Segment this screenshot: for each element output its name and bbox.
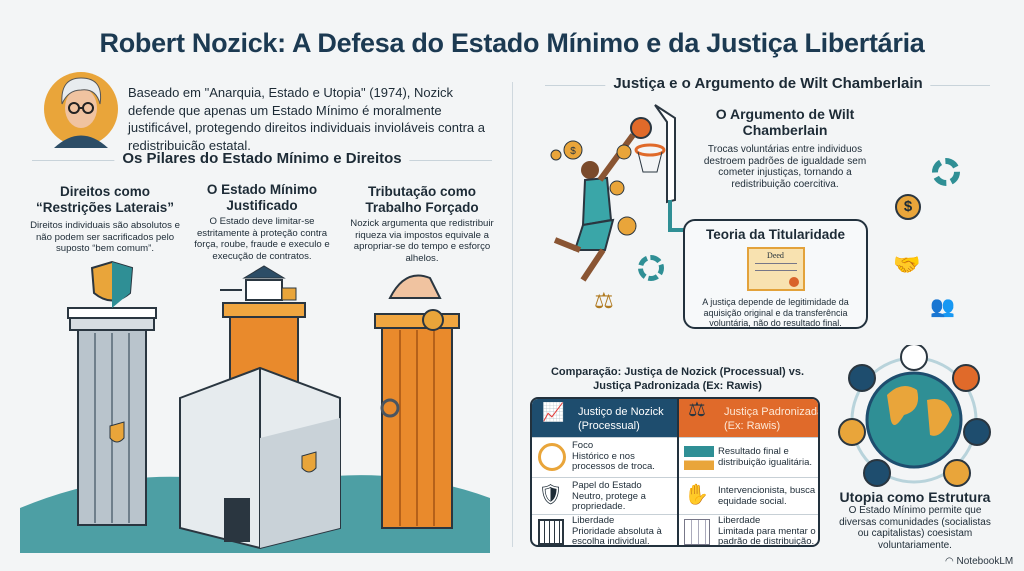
wilt-body: Trocas voluntárias entre individuos dest… — [703, 144, 867, 190]
pillar-title: Direitos como “Restrições Laterais” — [35, 184, 175, 215]
comparison-title: Comparação: Justiça de Nozick (Processua… — [550, 366, 805, 392]
distribution-icon — [684, 446, 714, 470]
gear-icon — [932, 158, 960, 186]
pillar-body: O Estado deve limitar-se estritamente à … — [194, 216, 330, 262]
entitlement-title: Teoria da Titularidade — [705, 227, 846, 242]
table-cell: Foco Histórico e nos processos de troca. — [572, 440, 655, 472]
growth-chart-icon: 📈 — [542, 402, 565, 422]
globe-communities-illustration — [838, 345, 991, 487]
table-row: 🛡 Papel do Estado Neutro, protege a prop… — [532, 477, 818, 514]
table-cell: Papel do Estado Neutro, protege a propri… — [572, 480, 646, 512]
table-row: Liberdade Prioridade absoluta à escolha … — [532, 514, 818, 547]
pillar-title: O Estado Mínimo Justificado — [206, 182, 318, 213]
notebooklm-brand: ◠ NotebookLM — [945, 556, 1013, 567]
fence-shield-icon: 🛡 — [538, 484, 564, 506]
scale-icon: ⚖ — [594, 288, 614, 313]
basketball-player-illustration: $ — [550, 104, 695, 282]
table-cell: Intervencionista, busca equidade social. — [718, 485, 816, 507]
entitlement-theory-card: Teoria da Titularidade Deed A justiça de… — [683, 219, 868, 329]
pillar-title: Tributação como Trabalho Forçado — [365, 184, 479, 215]
gear-icon — [638, 255, 664, 281]
utopia-body: O Estado Mínimo permite que diversas com… — [839, 505, 991, 551]
nozick-column-header: 📈 Justiço de Nozick (Processual) — [532, 399, 678, 437]
birdcage-icon — [538, 519, 564, 545]
pillar-body: Direitos individuais são absolutos e não… — [30, 220, 180, 254]
table-cell: Liberdade Prioridade absoluta à escolha … — [572, 515, 662, 547]
scale-icon: ⚖ — [688, 399, 706, 421]
brand-label: NotebookLM — [956, 556, 1014, 567]
justice-heading: Justiça e o Argumento de Wilt Chamberlai… — [605, 75, 931, 92]
table-row: Foco Histórico e nos processos de troca.… — [532, 437, 818, 477]
handshake-icon: 🤝 — [893, 252, 921, 277]
clock-icon — [538, 443, 566, 471]
people-icon: 👥 — [930, 296, 955, 318]
nozick-portrait-icon — [44, 72, 118, 148]
table-cell: Resultado final e distribuição igualitár… — [718, 446, 812, 468]
table-cell: Liberdade Limitada para mentar o padrão … — [718, 515, 816, 547]
intro-text: Baseado em "Anarquia, Estado e Utopia" (… — [128, 85, 485, 153]
patterned-column-header: ⚖ Justiça Padronizada (Ex: Rawis) — [678, 399, 818, 437]
deed-icon: Deed — [746, 247, 805, 291]
hand-intervention-icon: ✋ — [684, 484, 709, 506]
column-divider — [512, 82, 513, 547]
comparison-table: 📈 Justiço de Nozick (Processual) ⚖ Justi… — [530, 397, 820, 547]
entitlement-body: A justiça depende de legitimidade da aqu… — [702, 297, 849, 328]
castle-illustration — [179, 366, 341, 550]
notebooklm-logo-icon: ◠ — [945, 556, 957, 567]
pillars-heading: Os Pilares do Estado Mínimo e Direitos — [114, 150, 410, 167]
utopia-title: Utopia como Estrutura — [839, 489, 991, 505]
page-title: Robert Nozick: A Defesa do Estado Mínimo… — [99, 28, 925, 58]
svg-text:$: $ — [570, 146, 576, 157]
taxation-pillar — [374, 274, 460, 529]
grid-person-icon — [684, 519, 710, 545]
deed-label: Deed — [767, 251, 784, 260]
wilt-title: O Argumento de Wilt Chamberlain — [715, 106, 855, 138]
side-constraints-pillar — [67, 260, 157, 526]
pillar-body: Nozick argumenta que redistribuir riquez… — [350, 218, 494, 264]
dollar-coin-icon: $ — [895, 194, 921, 220]
pillars-illustration — [20, 260, 490, 553]
